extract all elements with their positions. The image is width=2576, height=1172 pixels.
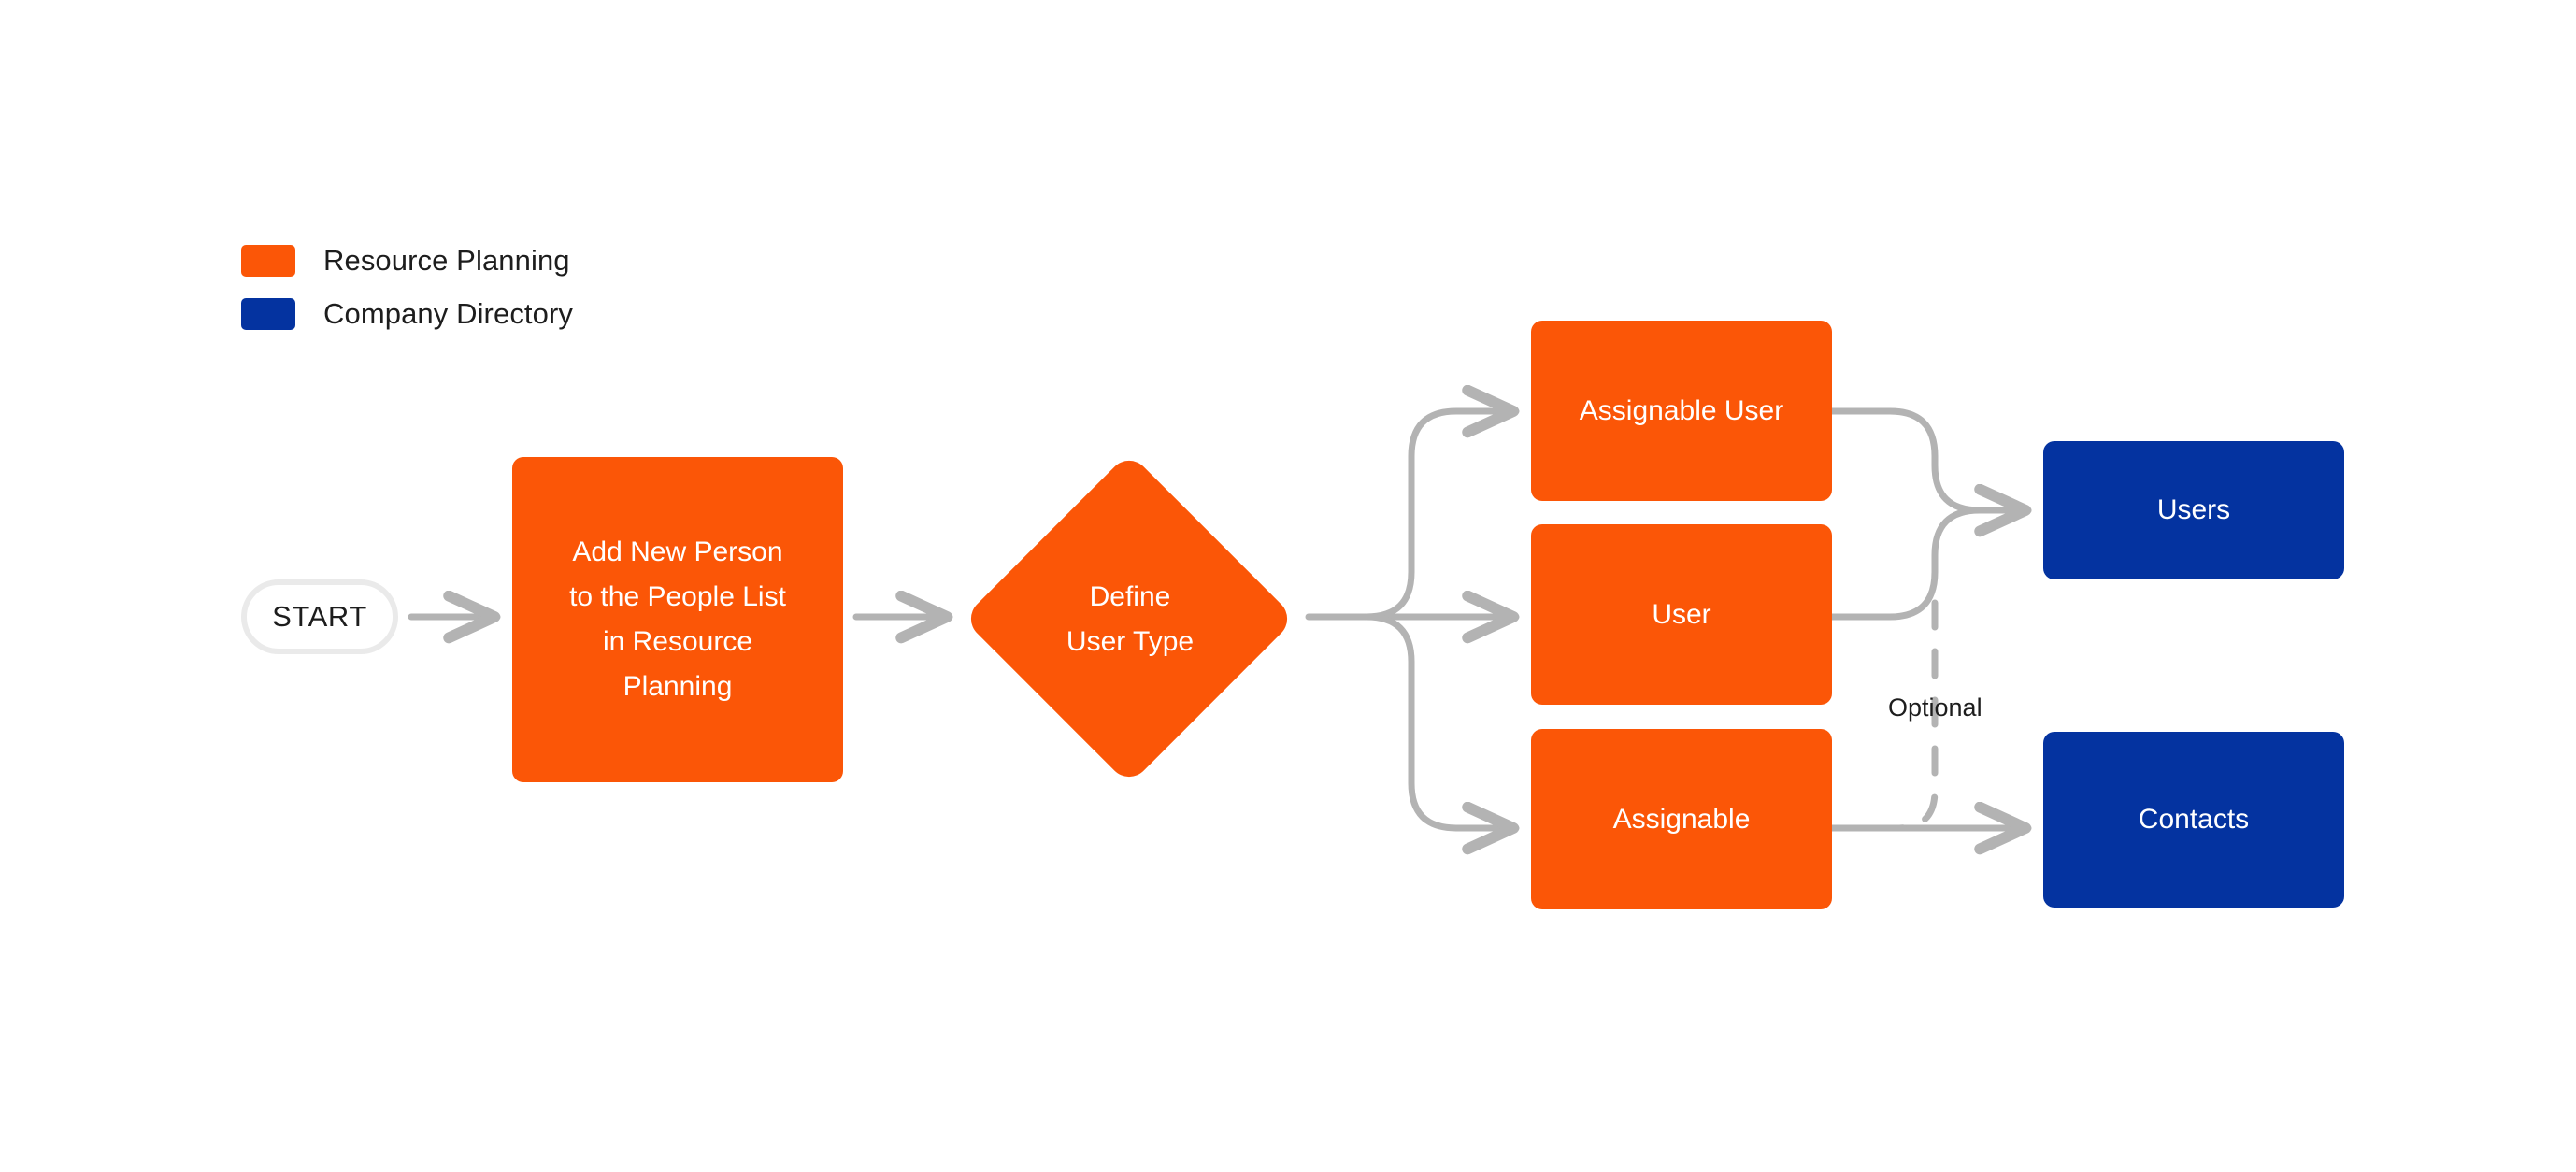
legend-item-company-directory: Company Directory — [241, 292, 573, 336]
node-assignable[interactable]: Assignable — [1531, 729, 1832, 909]
node-users[interactable]: Users — [2043, 441, 2344, 579]
node-assignable-label: Assignable — [1612, 803, 1751, 835]
legend: Resource Planning Company Directory — [241, 238, 573, 345]
node-add-new-person-line4: Planning — [623, 671, 733, 702]
node-define-user-type-label: Define User Type — [964, 453, 1296, 786]
node-define-user-type[interactable]: Define User Type — [962, 451, 1296, 786]
node-user-label: User — [1652, 598, 1711, 630]
node-user[interactable]: User — [1531, 524, 1832, 705]
node-add-new-person-label: Add New Person to the People List in Res… — [569, 530, 786, 709]
node-add-new-person-line2: to the People List — [569, 581, 786, 612]
legend-label-resource-planning: Resource Planning — [323, 244, 570, 277]
legend-label-company-directory: Company Directory — [323, 297, 574, 330]
node-assignable-user-label: Assignable User — [1579, 394, 1784, 426]
edge-define-to-assignable — [1363, 613, 1520, 828]
legend-swatch-resource-planning — [241, 245, 295, 277]
node-users-label: Users — [2156, 494, 2231, 525]
edge-label-optional: Optional — [1888, 693, 1982, 722]
node-define-user-type-line2: User Type — [1066, 626, 1195, 657]
node-contacts-label: Contacts — [2138, 804, 2250, 835]
node-add-new-person-line3: in Resource — [602, 626, 753, 657]
node-define-user-type-line1: Define — [1089, 581, 1171, 612]
edge-assignable-user-to-users — [1828, 407, 2032, 510]
node-start[interactable]: START — [241, 579, 398, 654]
legend-item-resource-planning: Resource Planning — [241, 238, 573, 283]
legend-swatch-company-directory — [241, 298, 295, 330]
node-start-label: START — [272, 600, 367, 633]
edge-define-to-assignable-user — [1363, 411, 1520, 621]
node-contacts[interactable]: Contacts — [2043, 732, 2344, 908]
edge-user-to-users — [1828, 507, 2032, 621]
node-add-new-person[interactable]: Add New Person to the People List in Res… — [512, 457, 843, 782]
node-add-new-person-line1: Add New Person — [572, 536, 783, 567]
node-assignable-user[interactable]: Assignable User — [1531, 321, 1832, 501]
